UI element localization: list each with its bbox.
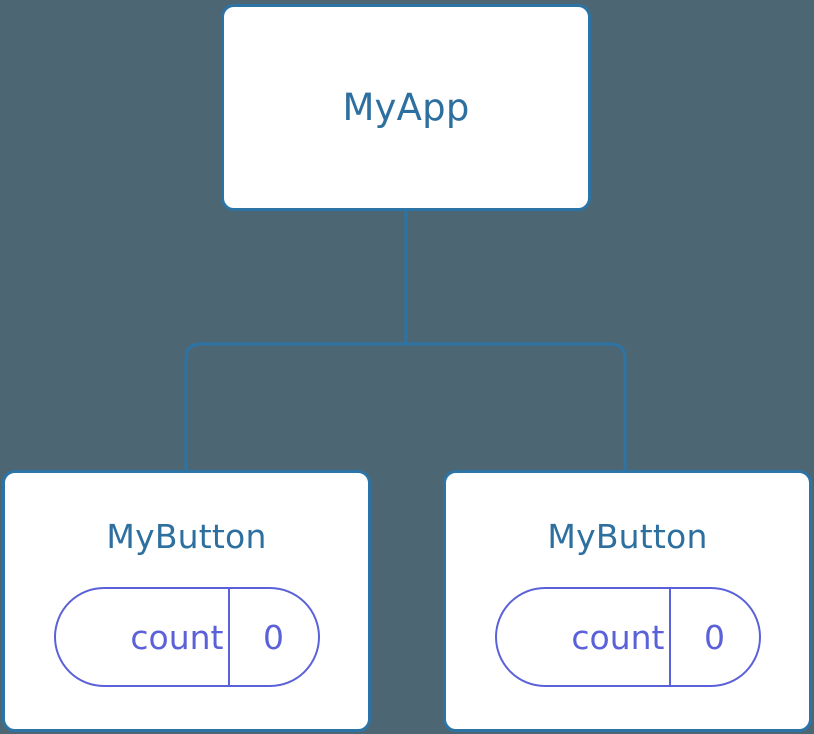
state-value: 0 bbox=[227, 589, 318, 685]
state-pill[interactable]: count 0 bbox=[494, 587, 761, 687]
state-key: count bbox=[571, 617, 665, 657]
state-key: count bbox=[130, 617, 224, 657]
connector-branch-left bbox=[184, 342, 406, 472]
connector-branch-right bbox=[406, 342, 627, 472]
node-mybutton-2[interactable]: MyButton count 0 bbox=[443, 470, 812, 732]
node-title: MyButton bbox=[106, 517, 267, 556]
node-title: MyApp bbox=[342, 86, 470, 129]
node-myapp[interactable]: MyApp bbox=[221, 4, 591, 211]
node-mybutton-1[interactable]: MyButton count 0 bbox=[2, 470, 371, 732]
state-value: 0 bbox=[668, 589, 759, 685]
node-title: MyButton bbox=[547, 517, 708, 556]
state-pill[interactable]: count 0 bbox=[53, 587, 320, 687]
